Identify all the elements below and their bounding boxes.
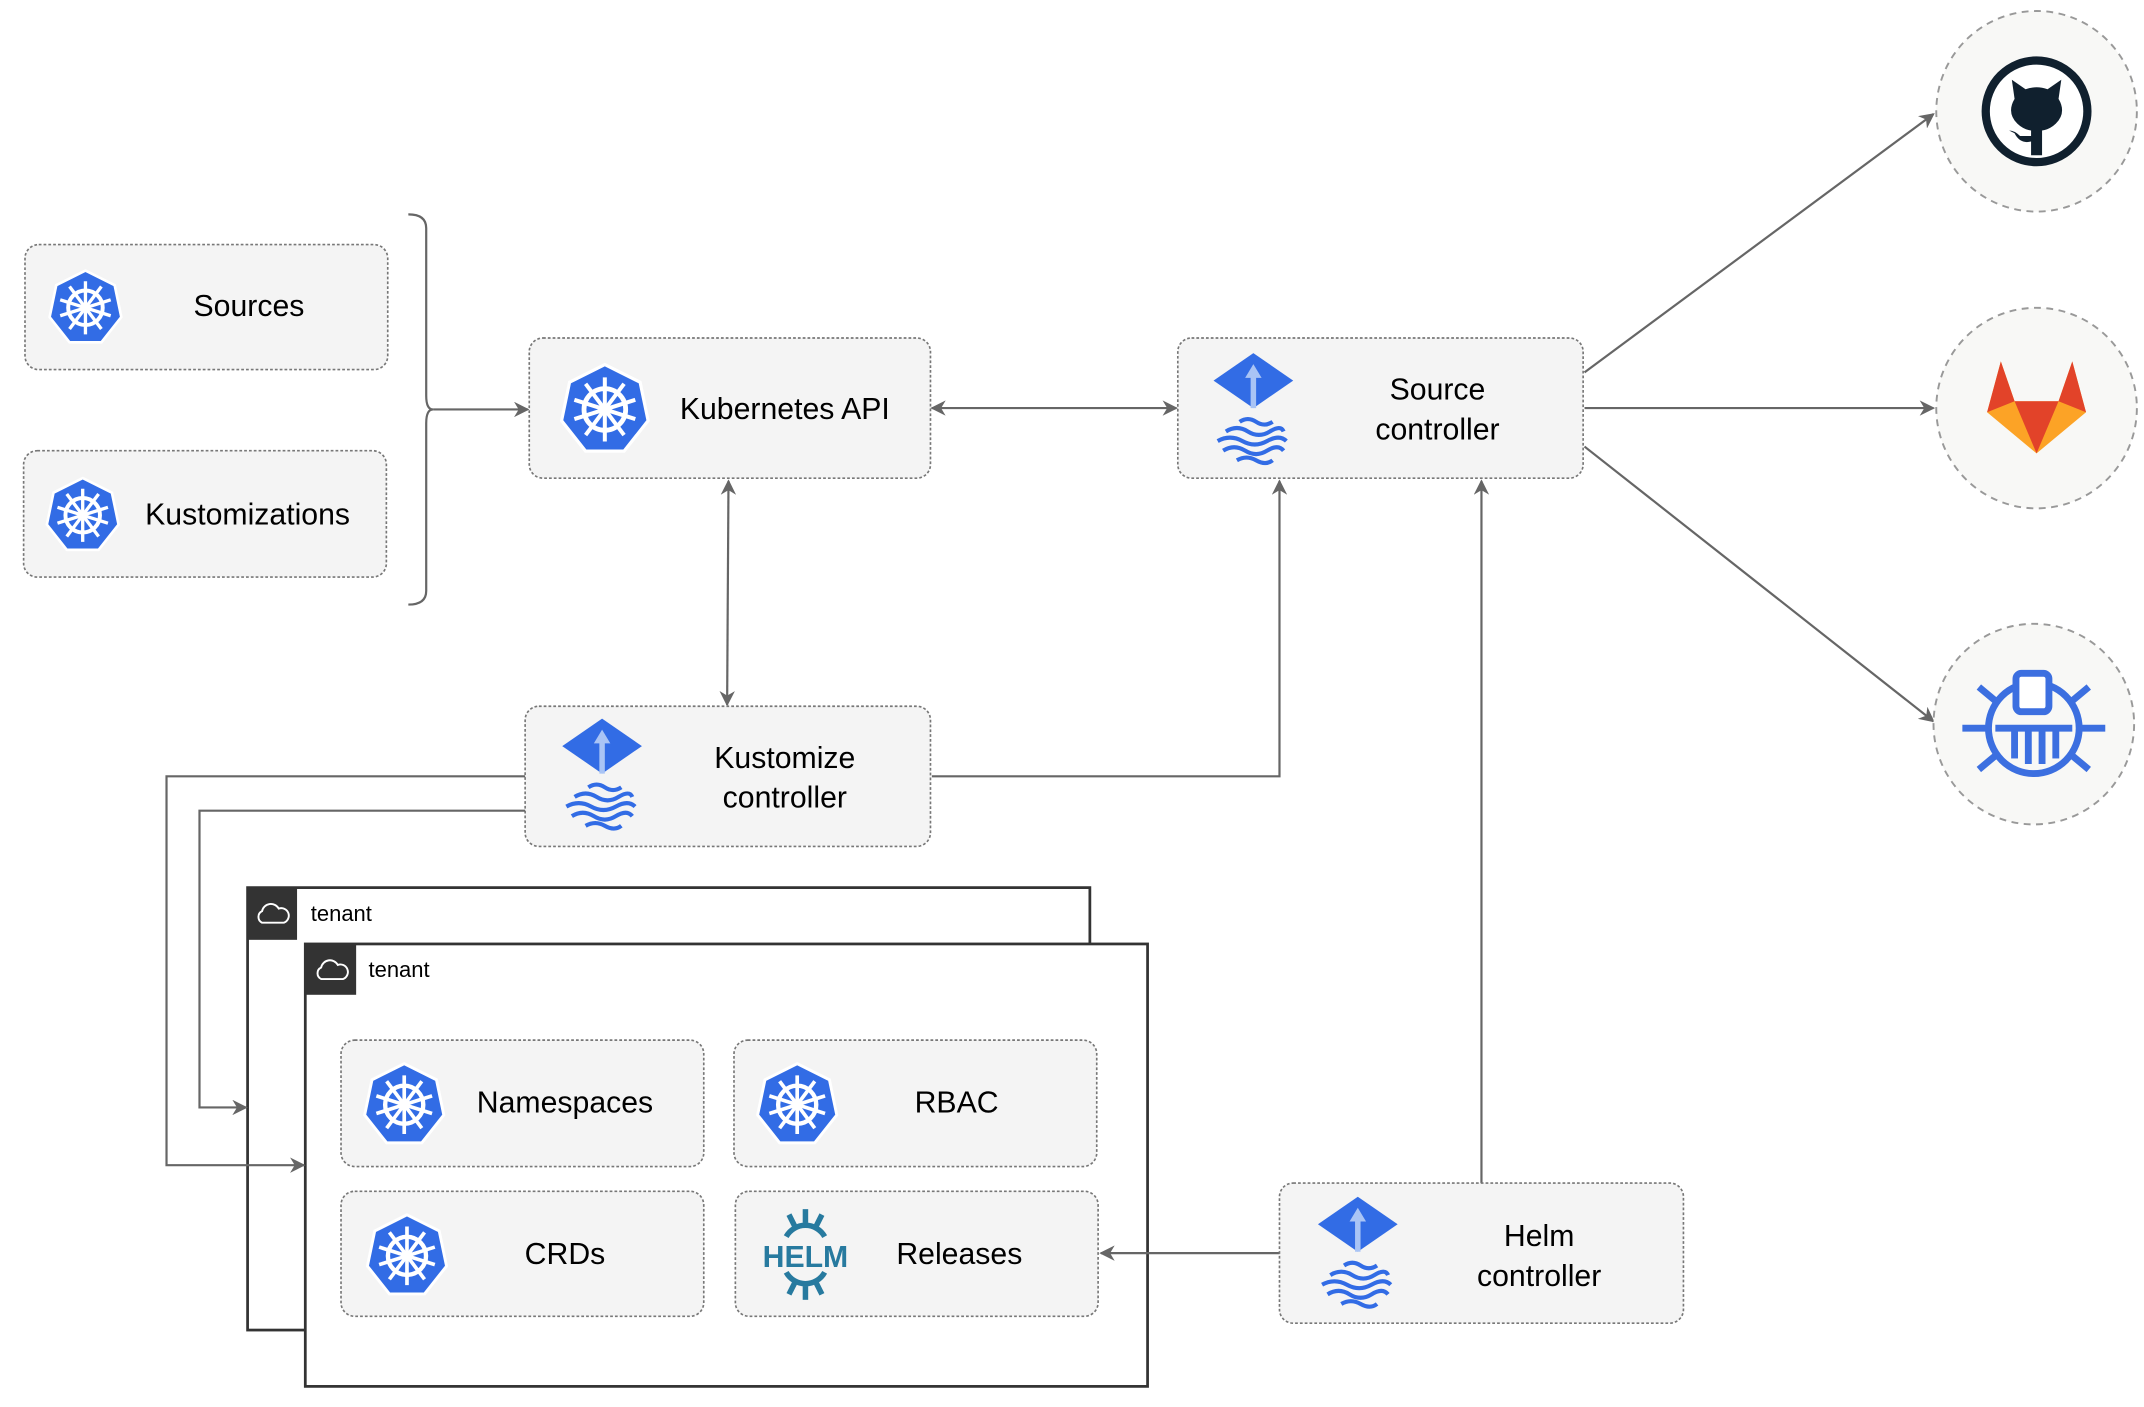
node-label-line2: controller xyxy=(723,782,847,815)
bucket-source[interactable] xyxy=(1932,622,2136,826)
edge-source-to-bucket xyxy=(1583,445,1935,723)
github-source[interactable] xyxy=(1935,10,2138,213)
node-label: RBAC xyxy=(915,1087,999,1120)
node-kubernetes-api[interactable]: Kubernetes API xyxy=(528,337,932,479)
node-label-line1: Helm xyxy=(1504,1220,1575,1253)
gitlab-source[interactable] xyxy=(1935,306,2138,510)
edge-source-to-github xyxy=(1583,113,1935,374)
tenant-label: tenant xyxy=(369,957,430,982)
node-helm-controller[interactable]: Helm controller xyxy=(1278,1182,1685,1325)
node-label: Namespaces xyxy=(477,1087,653,1120)
helm-logo-text: HELM xyxy=(763,1241,849,1274)
node-source-controller[interactable]: Source controller xyxy=(1176,337,1584,479)
node-rbac[interactable]: RBAC xyxy=(733,1039,1098,1168)
node-label: CRDs xyxy=(525,1238,606,1271)
gitlab-icon xyxy=(1987,361,2087,454)
node-label: Kubernetes API xyxy=(680,393,890,426)
node-label: Releases xyxy=(896,1238,1022,1271)
node-label: Sources xyxy=(194,290,305,323)
edge-api-kustomize-controller xyxy=(719,479,737,707)
node-sources[interactable]: Sources xyxy=(24,243,389,371)
edge-kustomize-to-source xyxy=(931,479,1288,778)
node-namespaces[interactable]: Namespaces xyxy=(340,1039,705,1168)
node-crds[interactable]: CRDs xyxy=(340,1190,705,1318)
tenant-label: tenant xyxy=(311,901,372,926)
node-label-line2: controller xyxy=(1477,1260,1601,1293)
node-kustomizations[interactable]: Kustomizations xyxy=(22,449,388,578)
edge-kustomize-to-tenant-front xyxy=(165,775,526,1173)
helm-icon: HELM xyxy=(763,1209,849,1300)
resources-brace xyxy=(408,213,434,606)
node-label-line1: Source xyxy=(1390,374,1486,407)
node-label: Kustomizations xyxy=(145,499,350,532)
github-icon xyxy=(1981,56,2092,167)
node-label-line2: controller xyxy=(1375,413,1499,446)
edge-kustomize-to-tenant-back xyxy=(198,809,526,1116)
node-label-line1: Kustomize xyxy=(714,742,855,775)
node-kustomize-controller[interactable]: Kustomize controller xyxy=(524,705,932,848)
bucket-icon xyxy=(1962,669,2106,778)
node-releases[interactable]: HELM Releases xyxy=(734,1190,1099,1318)
